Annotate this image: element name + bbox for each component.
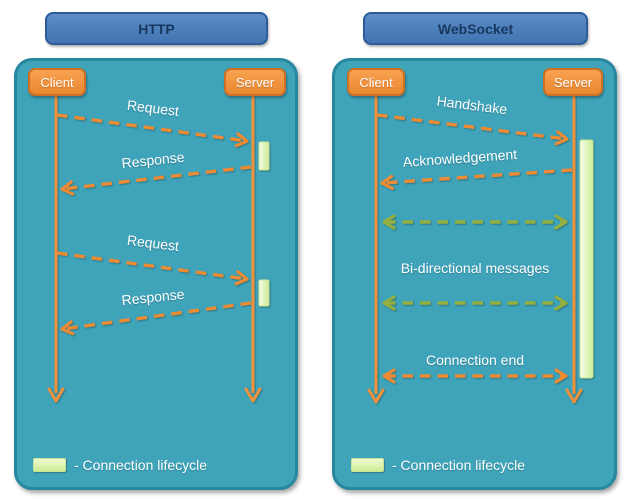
server-lifeline-end-arrow-icon xyxy=(565,388,583,404)
http-title: HTTP xyxy=(45,12,268,45)
handshake-arrow xyxy=(376,113,569,146)
connection-lifecycle-swatch xyxy=(351,458,384,472)
server-lifeline-end-arrow-icon xyxy=(244,387,262,403)
websocket-panel: Client Server Handshake Acknowledgement … xyxy=(332,58,617,490)
http-client-box: Client xyxy=(28,68,86,96)
http-legend: - Connection lifecycle xyxy=(33,457,207,473)
bidirectional-messages-label: Bi-directional messages xyxy=(400,260,550,276)
websocket-sequence-wires xyxy=(367,96,594,404)
connection-lifecycle-bar-1 xyxy=(258,141,270,171)
websocket-server-box: Server xyxy=(543,68,603,96)
request-arrow-1 xyxy=(56,113,249,148)
response-arrow-2 xyxy=(60,301,252,336)
client-lifeline-end-arrow-icon xyxy=(47,387,65,403)
response-arrow-1 xyxy=(60,165,252,196)
http-sequence-wires xyxy=(47,96,270,403)
websocket-legend: - Connection lifecycle xyxy=(351,457,525,473)
websocket-client-box: Client xyxy=(347,68,405,96)
legend-label: - Connection lifecycle xyxy=(392,457,526,473)
acknowledgement-arrow xyxy=(380,168,573,190)
connection-lifecycle-swatch xyxy=(33,458,66,472)
http-server-box: Server xyxy=(224,68,286,96)
websocket-title: WebSocket xyxy=(363,12,588,45)
request-arrow-2 xyxy=(56,251,249,286)
connection-lifecycle-bar-2 xyxy=(258,279,270,307)
client-lifeline-end-arrow-icon xyxy=(367,388,385,404)
http-panel: Client Server Request Response Request R… xyxy=(14,58,298,490)
connection-lifecycle-bar xyxy=(579,139,594,379)
connection-end-label: Connection end xyxy=(425,352,525,368)
legend-label: - Connection lifecycle xyxy=(74,457,208,473)
